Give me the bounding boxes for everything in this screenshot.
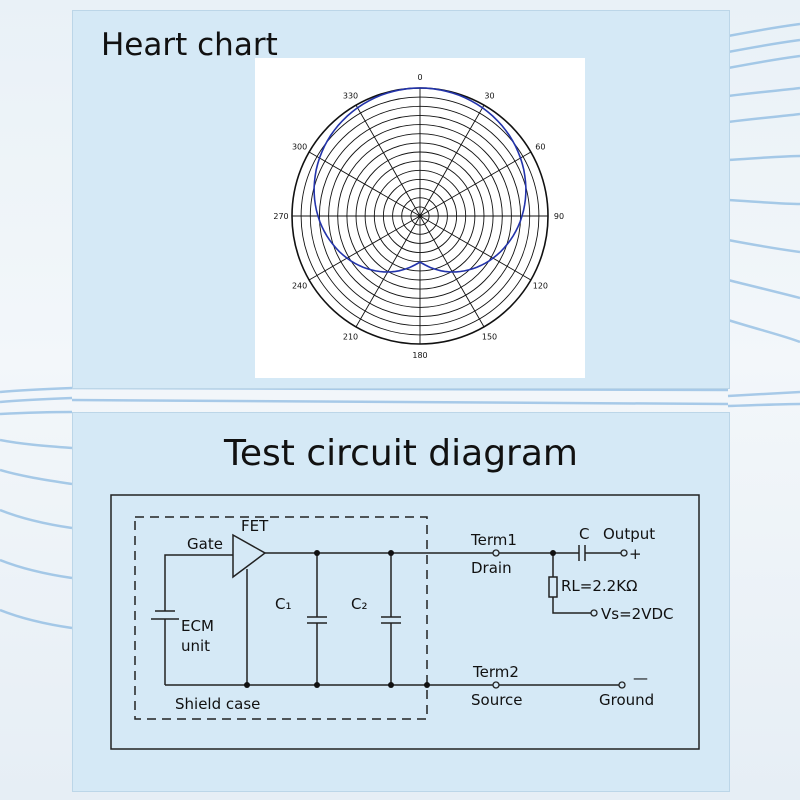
circuit-panel: Test circuit diagram [72, 412, 730, 792]
junction-c2-top [388, 550, 394, 556]
ecm-unit-label: unit [181, 637, 210, 655]
cap-c-label: C [579, 525, 589, 543]
polar-angle-label: 270 [273, 212, 288, 221]
polar-angle-labels: 0 30 60 90 120 150 180 210 240 270 300 330 [273, 73, 564, 360]
junction-fet-ground [244, 682, 250, 688]
heart-chart-title: Heart chart [101, 27, 278, 63]
polar-spoke [308, 151, 421, 217]
vs-terminal [590, 609, 598, 617]
polar-spoke [419, 151, 532, 217]
polar-angle-label: 60 [535, 143, 545, 152]
polar-angle-label: 240 [292, 282, 307, 291]
gate-label: Gate [187, 535, 223, 553]
vs-label: Vs=2VDC [601, 605, 673, 623]
heart-chart-panel: Heart chart 0 30 60 90 120 150 180 210 240 270 300… [72, 10, 730, 389]
circuit-title: Test circuit diagram [223, 433, 578, 474]
term2-label: Term2 [472, 663, 519, 681]
term2-terminal [492, 681, 500, 689]
output-plus-label: + [629, 545, 642, 563]
output-label: Output [603, 525, 655, 543]
shield-case-box [134, 516, 428, 720]
junction-c1-bottom [314, 682, 320, 688]
polar-spoke [419, 215, 532, 281]
c1-label: C₁ [275, 595, 292, 613]
polar-spoke [308, 215, 421, 281]
polar-angle-label: 180 [412, 351, 427, 360]
fet-label: FET [241, 517, 269, 535]
minus-label: — [633, 669, 648, 687]
ground-label: Ground [599, 691, 654, 709]
polar-angle-label: 330 [343, 92, 358, 101]
junction-c2-bottom [388, 682, 394, 688]
ground-terminal [618, 681, 626, 689]
polar-spoke [419, 104, 485, 217]
polar-angle-label: 150 [482, 332, 497, 341]
junction-c1-top [314, 550, 320, 556]
fet-amplifier-symbol [232, 533, 267, 579]
term1-label: Term1 [470, 531, 517, 549]
outer-frame [110, 494, 700, 750]
polar-angle-label: 210 [343, 332, 358, 341]
drain-label: Drain [471, 559, 512, 577]
polar-angle-label: 90 [554, 212, 564, 221]
cardioid-pattern-line [313, 87, 527, 273]
polar-chart: 0 30 60 90 120 150 180 210 240 270 300 330 [273, 73, 564, 360]
polar-angle-label: 30 [484, 92, 494, 101]
rl-label: RL=2.2KΩ [561, 577, 638, 595]
polar-spoke [355, 104, 421, 217]
circuit-schematic: FET Gate ECM unit C₁ C₂ Shield case Term… [110, 494, 700, 750]
polar-chart-area: 0 30 60 90 120 150 180 210 240 270 300 330 [255, 58, 585, 378]
c2-label: C₂ [351, 595, 368, 613]
polar-spokes [292, 88, 548, 344]
polar-angle-label: 300 [292, 143, 307, 152]
junction-rl [550, 550, 556, 556]
rl-resistor-symbol [548, 576, 558, 598]
ecm-label: ECM [181, 617, 214, 635]
term1-terminal [492, 549, 500, 557]
output-terminal [620, 549, 628, 557]
circuit-diagram: FET Gate ECM unit C₁ C₂ Shield case Term… [109, 493, 735, 757]
shield-case-label: Shield case [175, 695, 260, 713]
junction-shield [424, 682, 430, 688]
gate-wire [164, 554, 233, 611]
polar-angle-label: 0 [417, 73, 422, 82]
polar-angle-label: 120 [533, 282, 548, 291]
vs-wire [552, 597, 591, 614]
source-label: Source [471, 691, 523, 709]
